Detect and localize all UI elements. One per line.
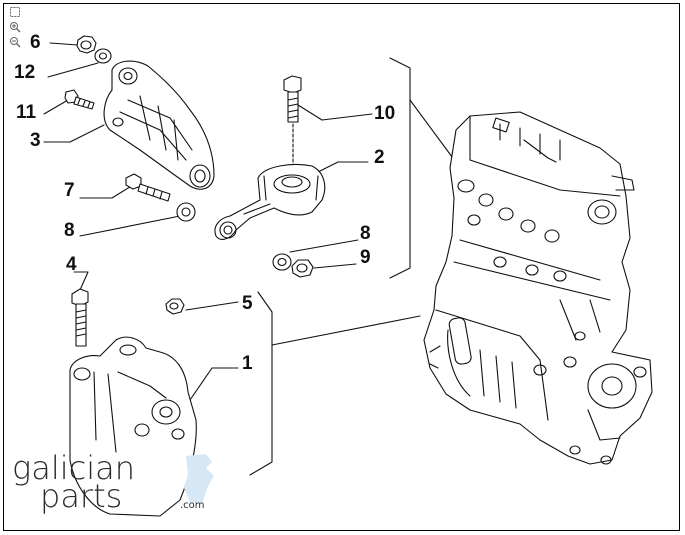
callout-2: 2 <box>374 147 385 168</box>
callout-11: 11 <box>16 102 37 123</box>
part-6-nut <box>76 35 97 54</box>
zoom-out-icon[interactable] <box>8 36 22 48</box>
callout-9: 9 <box>360 247 371 268</box>
callout-6: 6 <box>30 32 41 53</box>
part-3-bracket <box>103 60 215 190</box>
part-10-bolt <box>283 75 302 171</box>
part-11-bolt <box>64 89 95 110</box>
logo-line1: galician <box>12 449 135 487</box>
zoom-in-icon[interactable] <box>8 21 22 33</box>
callout-10: 10 <box>374 103 396 124</box>
callout-1: 1 <box>242 353 253 374</box>
part-8-washer-right <box>272 253 292 271</box>
part-1-engine-mount <box>69 336 197 517</box>
galicianparts-logo: galician parts .com <box>12 449 214 515</box>
part-12-washer <box>94 48 112 64</box>
logo-suffix: .com <box>180 500 205 511</box>
part-8-bushing-left <box>176 202 196 222</box>
map-icon <box>184 454 214 504</box>
part-2-torque-rod <box>214 163 326 240</box>
part-9-nut <box>291 259 314 278</box>
leader-lines <box>43 42 459 476</box>
fit-page-icon[interactable] <box>8 6 22 18</box>
callout-5: 5 <box>242 293 253 314</box>
viewer-toolbar <box>8 6 26 51</box>
callout-8-right: 8 <box>360 223 371 244</box>
diagram-border <box>3 3 680 531</box>
engine-block <box>423 111 653 465</box>
part-5-nut <box>165 298 185 315</box>
part-7-bolt <box>125 173 171 202</box>
callout-4: 4 <box>66 254 77 275</box>
callout-8-left: 8 <box>64 220 75 241</box>
logo-line2: parts <box>40 477 123 515</box>
callout-12: 12 <box>14 62 36 83</box>
part-4-bolt <box>71 288 89 347</box>
callout-3: 3 <box>30 130 41 151</box>
callout-7: 7 <box>64 180 75 201</box>
